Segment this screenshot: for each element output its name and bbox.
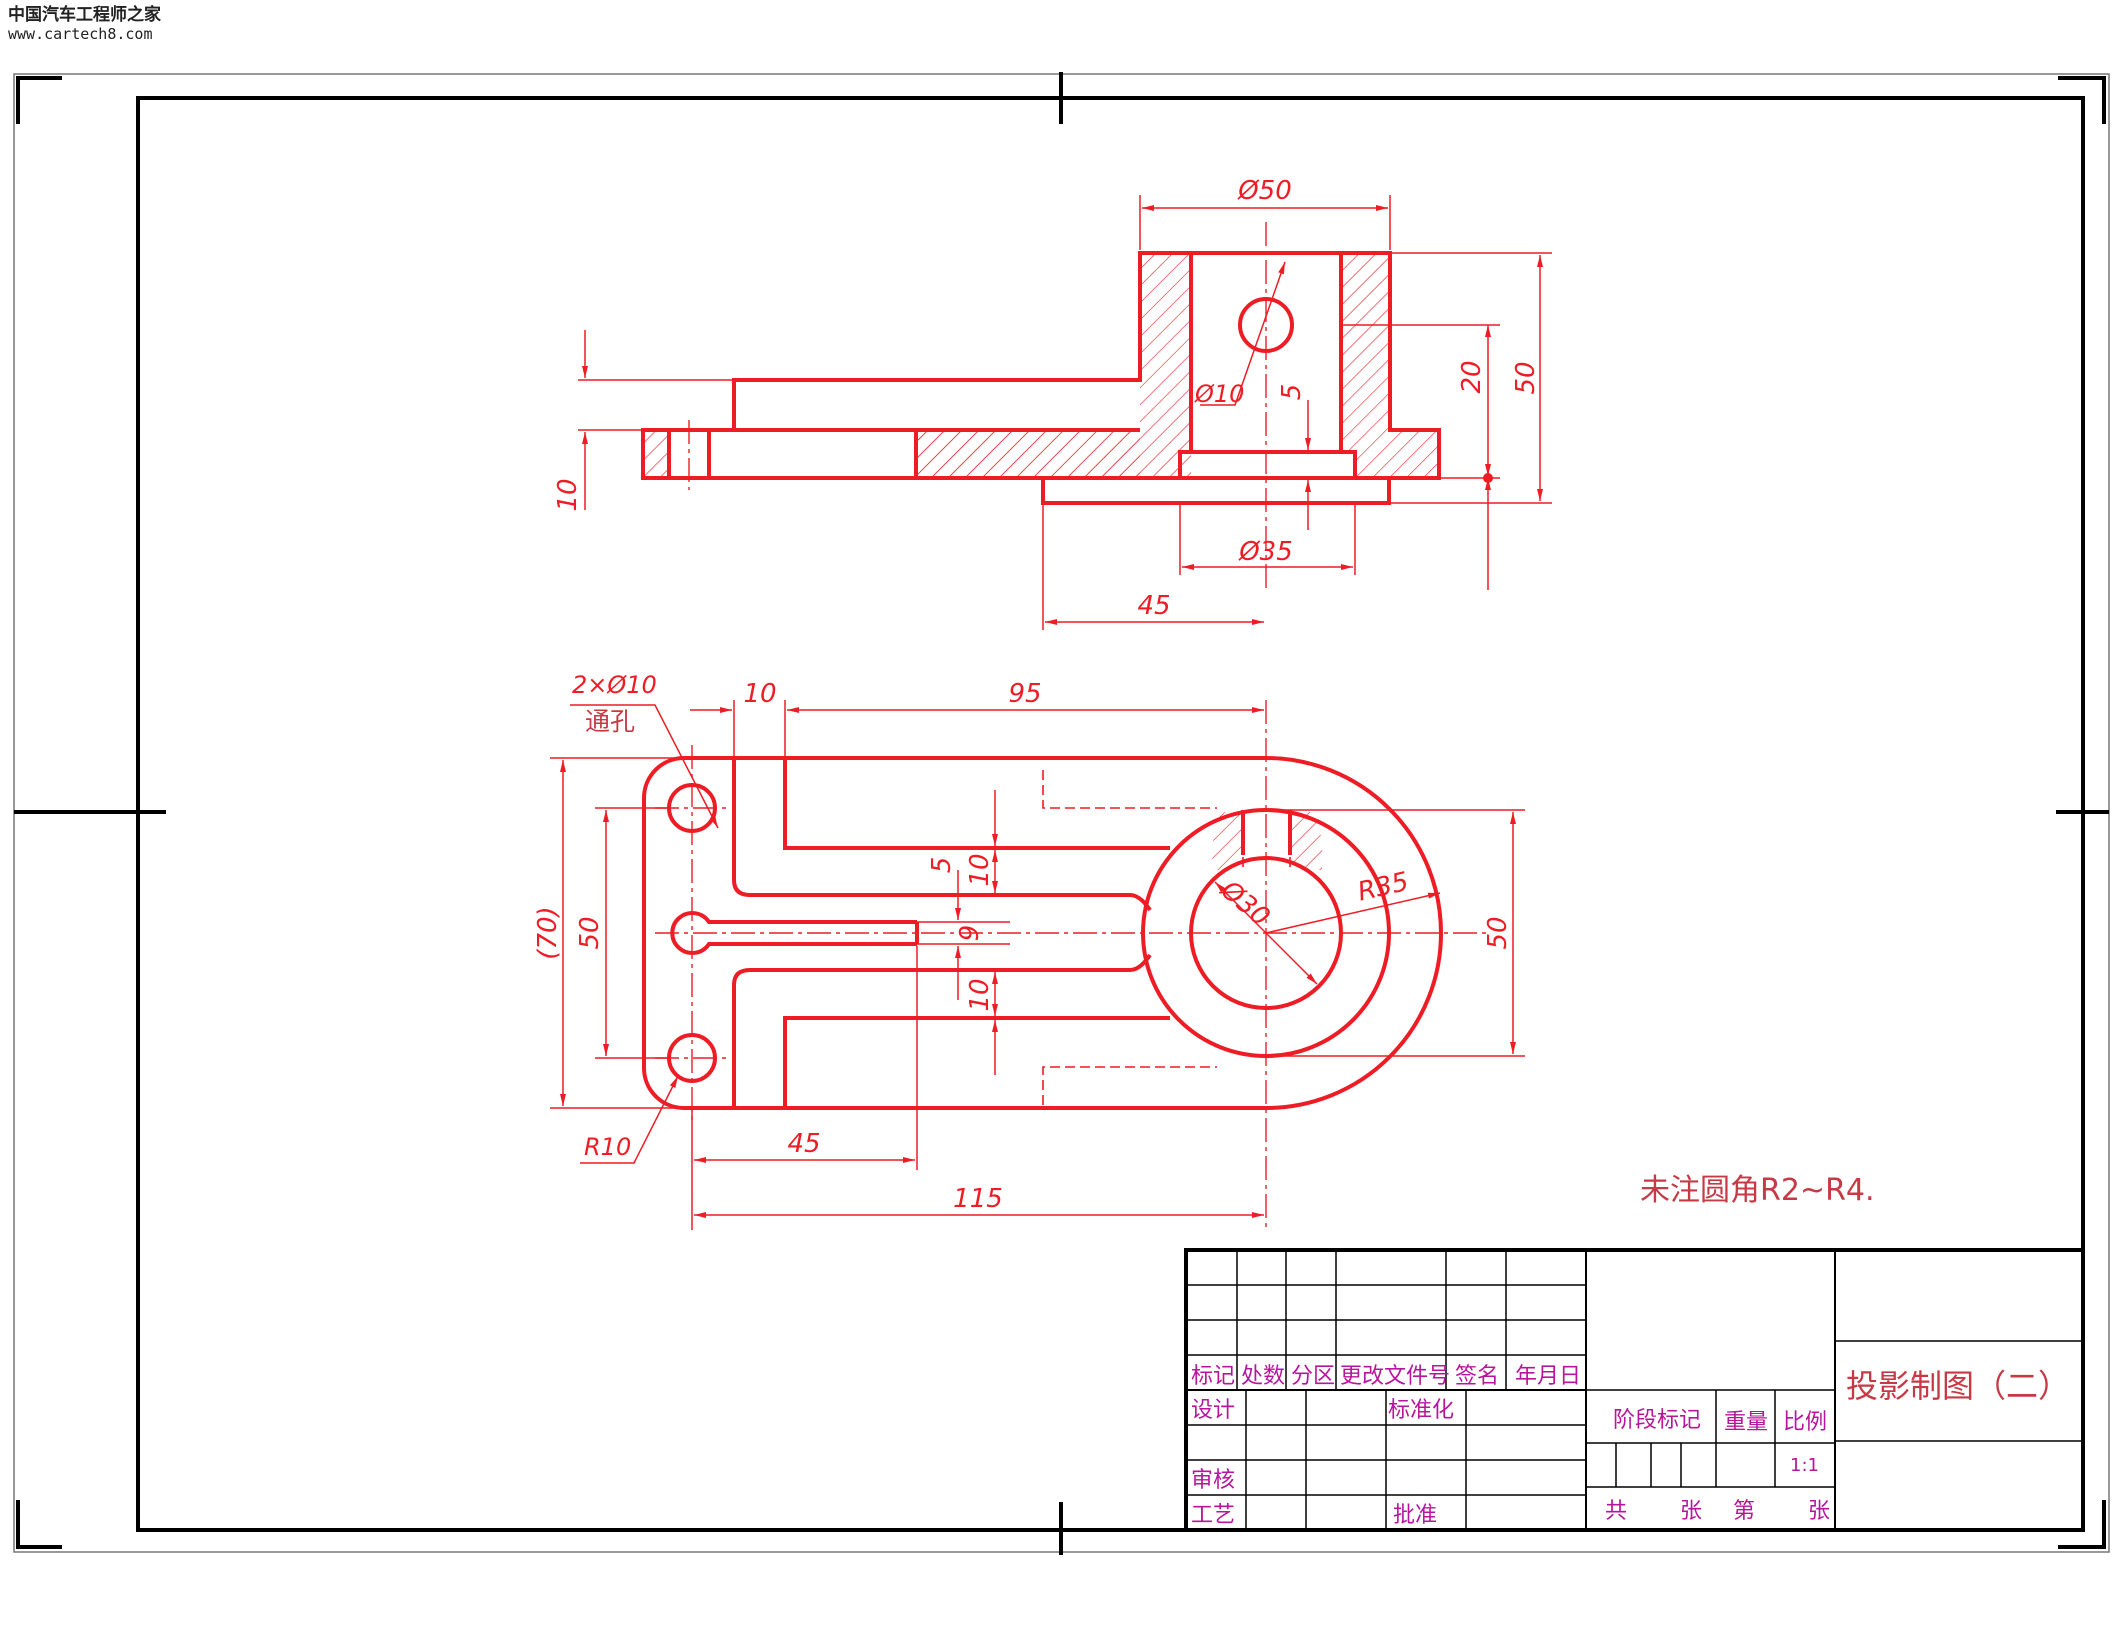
dim-r10: R10 xyxy=(584,1133,631,1161)
dim-through-hole: 通孔 xyxy=(585,707,635,736)
dim-dia10: Ø10 xyxy=(1194,380,1244,408)
tb-approve: 批准 xyxy=(1393,1503,1437,1528)
tb-standardization: 标准化 xyxy=(1388,1398,1454,1423)
tb-zone: 分区 xyxy=(1291,1364,1335,1389)
dim-45-bot: 45 xyxy=(787,1129,820,1159)
tb-signature: 签名 xyxy=(1455,1364,1499,1389)
dim-50-height: 50 xyxy=(1511,361,1541,394)
dim-dia35: Ø35 xyxy=(1238,537,1293,567)
dim-95: 95 xyxy=(1008,679,1041,709)
watermark-title: 中国汽车工程师之家 xyxy=(8,5,161,25)
tb-count: 处数 xyxy=(1241,1364,1285,1389)
dim-50-right: 50 xyxy=(1483,916,1513,949)
dim-9: 9 xyxy=(955,925,985,942)
watermark-url: www.cartech8.com xyxy=(8,24,153,43)
tb-total: 共 xyxy=(1605,1499,1627,1524)
dim-5: 5 xyxy=(1277,384,1307,401)
tb-scale-label: 比例 xyxy=(1783,1410,1827,1435)
title-block: 标记 处数 分区 更改文件号 签名 年月日 设计 标准化 审核 工艺 批准 阶段… xyxy=(1184,1248,2085,1532)
dim-20: 20 xyxy=(1457,360,1487,393)
tb-sheets-2: 张 xyxy=(1808,1499,1830,1524)
dim-10-plate: 10 xyxy=(553,478,583,511)
fillet-note: 未注圆角R2~R4. xyxy=(1640,1173,1875,1208)
dim-10-b: 10 xyxy=(965,978,995,1011)
tb-stage-mark: 阶段标记 xyxy=(1613,1408,1701,1433)
dim-45-top: 45 xyxy=(1137,591,1170,621)
tb-mark: 标记 xyxy=(1191,1364,1235,1389)
watermark: 中国汽车工程师之家 www.cartech8.com xyxy=(8,5,161,43)
tb-process: 工艺 xyxy=(1191,1503,1235,1528)
dim-dia50: Ø50 xyxy=(1237,176,1292,206)
dim-2-holes: 2×Ø10 xyxy=(572,671,657,699)
dim-70-ref: (70) xyxy=(533,906,563,959)
tb-design: 设计 xyxy=(1191,1398,1235,1423)
dim-50-left: 50 xyxy=(575,916,605,949)
dim-10-a: 10 xyxy=(965,853,995,886)
tb-review: 审核 xyxy=(1191,1468,1235,1493)
tb-date: 年月日 xyxy=(1515,1364,1581,1389)
dim-10-bot: 10 xyxy=(743,679,776,709)
tb-scale-value: 1:1 xyxy=(1790,1455,1819,1476)
plan-view: 2×Ø10 通孔 10 95 (70) 50 5 10 9 10 Ø30 R35… xyxy=(533,671,1525,1230)
dim-115: 115 xyxy=(953,1184,1003,1214)
tb-change-doc: 更改文件号 xyxy=(1340,1364,1450,1389)
tb-sheet-number: 第 xyxy=(1733,1499,1755,1524)
section-view: Ø50 Ø10 5 20 50 10 Ø35 45 xyxy=(553,176,1552,630)
drawing-title: 投影制图（二） xyxy=(1846,1367,2070,1405)
tb-sheets-1: 张 xyxy=(1680,1499,1702,1524)
tb-weight: 重量 xyxy=(1724,1410,1768,1435)
dim-5-bot: 5 xyxy=(927,857,957,874)
sheet-frame xyxy=(13,72,2110,1555)
